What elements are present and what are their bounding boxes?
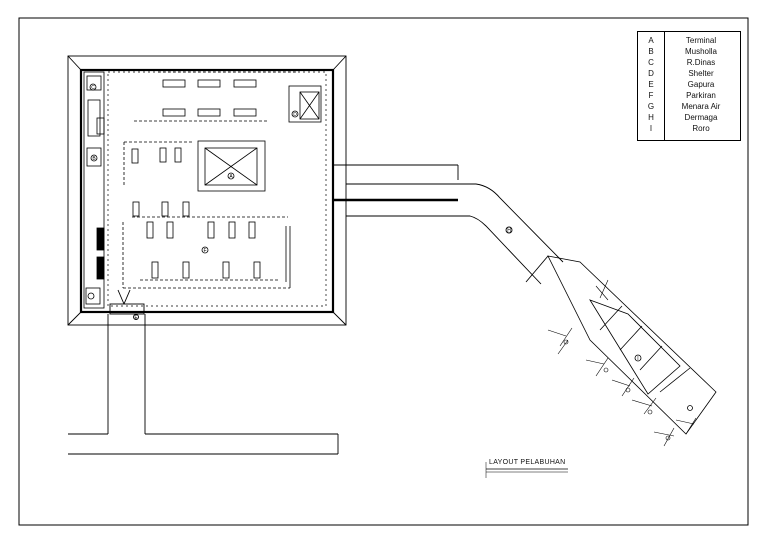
label-terminal: A: [229, 174, 233, 180]
legend-label: Dermaga: [684, 113, 718, 122]
dermaga-trestle: [452, 183, 564, 285]
legend-label: Roro: [692, 124, 710, 133]
roro-berth: [547, 255, 717, 447]
label-r-dinas: C: [91, 85, 95, 91]
west-building-strip: [83, 71, 105, 309]
label-gapura: E: [134, 315, 138, 321]
parking-west-upper: [123, 141, 288, 218]
legend-row: B Musholla: [638, 47, 740, 58]
legend-label: Parkiran: [686, 91, 716, 100]
legend-label: R.Dinas: [686, 58, 716, 67]
legend-key: D: [648, 69, 654, 78]
parking-lot-lower: [122, 221, 291, 289]
title-block-lines: [485, 462, 568, 478]
legend-divider: [664, 32, 665, 140]
pier-walkway: [332, 164, 459, 217]
legend-key: E: [648, 80, 654, 89]
label-parkiran: F: [203, 248, 206, 254]
label-shelter: D: [293, 112, 297, 118]
legend-key: C: [648, 58, 654, 67]
legend-key: G: [647, 102, 655, 111]
legend-label: Musholla: [684, 47, 717, 56]
shelter-building: [288, 85, 322, 123]
legend-row: A Terminal: [638, 36, 740, 47]
sheet-frame: [18, 17, 749, 526]
legend-row: H Dermaga: [638, 113, 740, 124]
legend-row: E Gapura: [638, 80, 740, 91]
terminal-building: [197, 140, 266, 192]
parking-top: [134, 71, 298, 122]
legend-label: Shelter: [688, 69, 714, 78]
drawing-title: LAYOUT PELABUHAN: [489, 459, 566, 466]
legend-row: F Parkiran: [638, 91, 740, 102]
label-musholla: B: [92, 156, 96, 162]
plan-labels: A B C D E F H I: [91, 85, 639, 362]
legend-label: Menara Air: [681, 102, 721, 111]
legend-row: G Menara Air: [638, 102, 740, 113]
legend-label: Gapura: [687, 80, 715, 89]
legend-label: Terminal: [685, 36, 717, 45]
legend-key: A: [648, 36, 654, 45]
label-roro: I: [637, 356, 638, 362]
legend-key: B: [648, 47, 654, 56]
legend-row: C R.Dinas: [638, 58, 740, 69]
gapura-access-road: [68, 289, 339, 455]
legend-key: F: [648, 91, 654, 100]
legend-row: D Shelter: [638, 69, 740, 80]
label-dermaga: H: [507, 228, 511, 234]
inner-road-ring: [107, 71, 327, 307]
legend-row: I Roro: [638, 124, 740, 135]
legend-key: H: [648, 113, 654, 122]
legend-key: I: [649, 124, 653, 133]
site-boundary: [67, 55, 347, 326]
